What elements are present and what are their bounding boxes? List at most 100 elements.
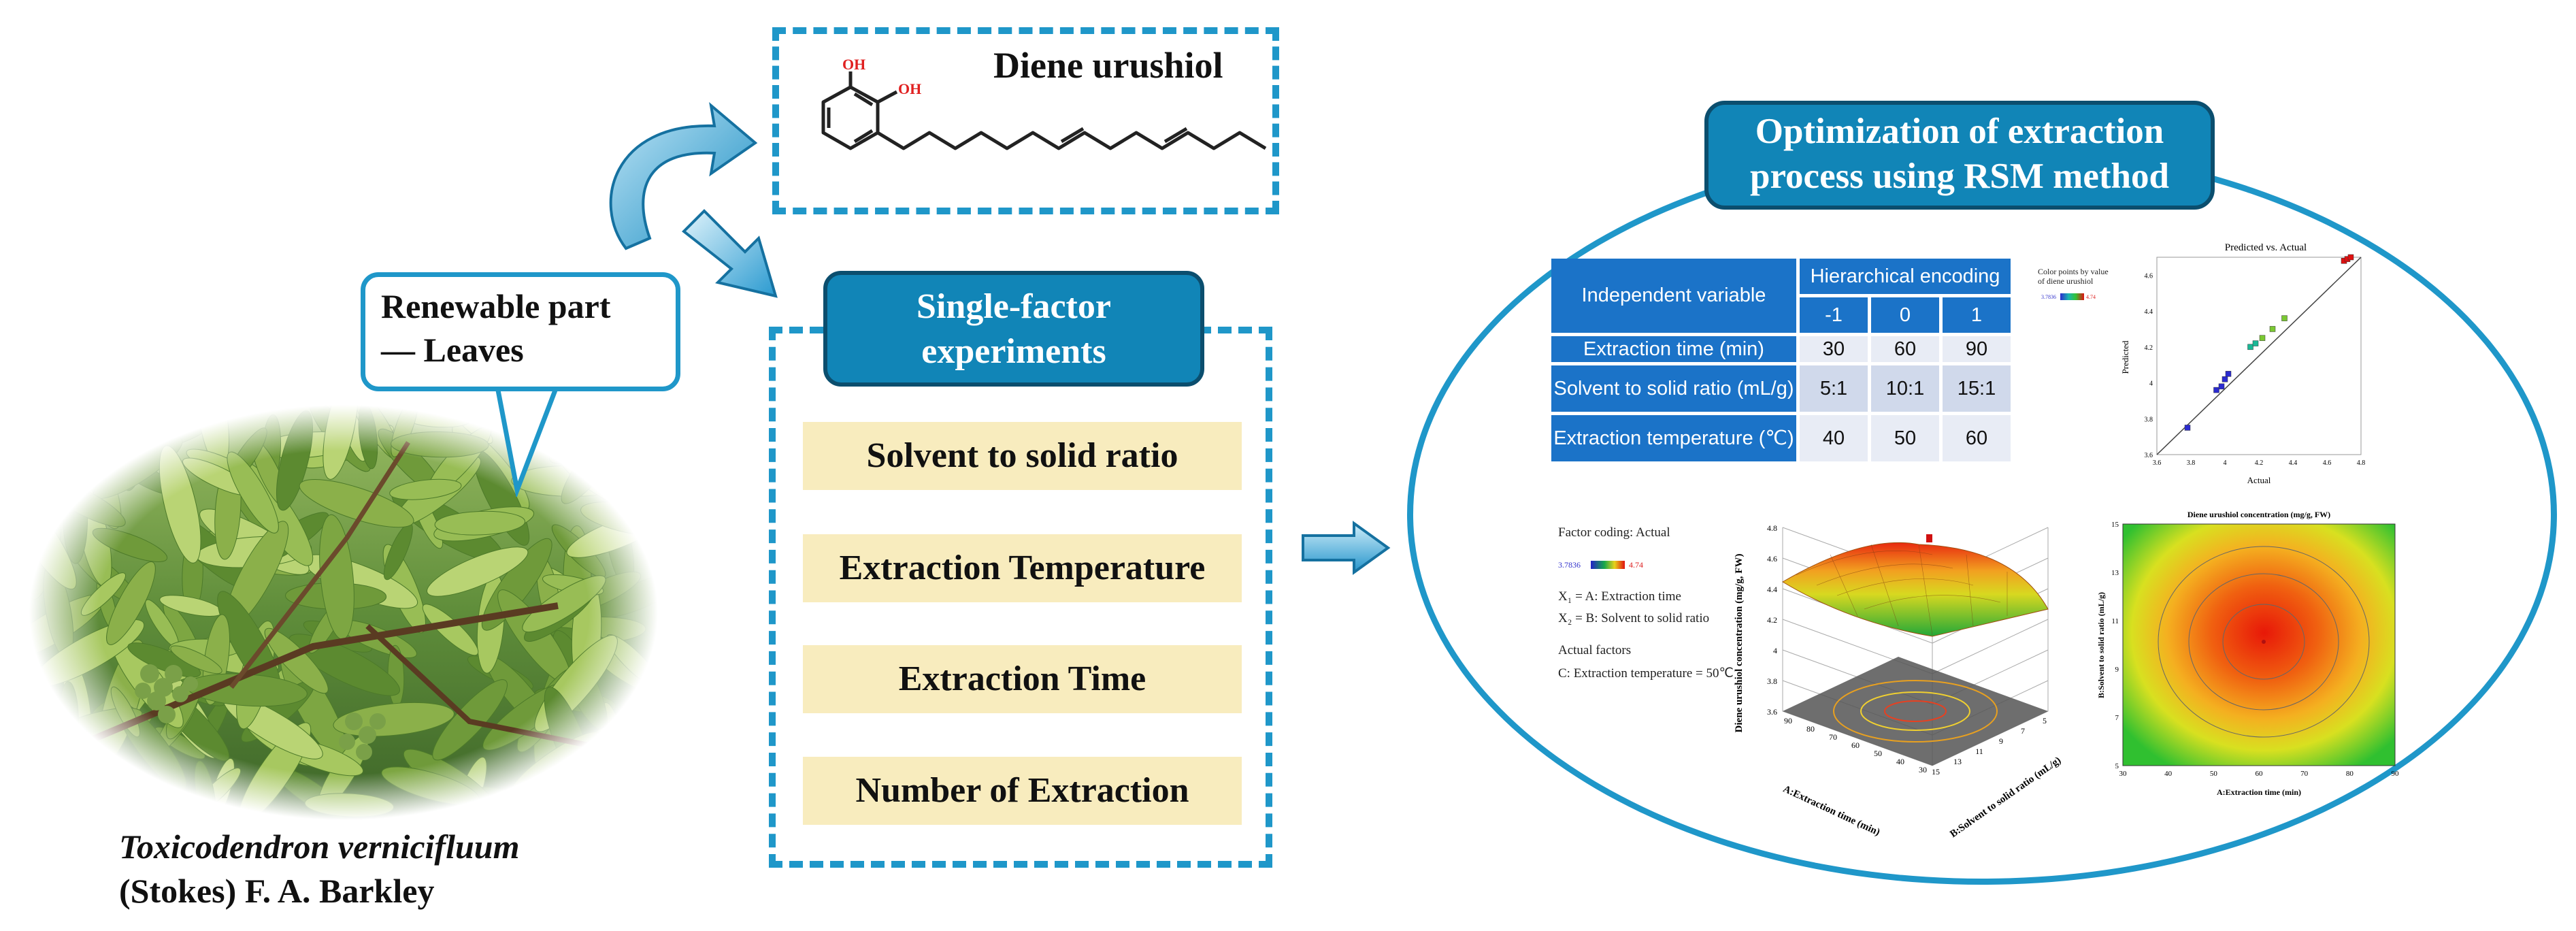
surface-b-tick: 9 [1999, 736, 2003, 746]
surface-min-label: 3.7836 [1558, 560, 1581, 570]
surface-z-tick: 4.6 [1767, 554, 1777, 564]
table-level: -1 [1800, 297, 1868, 333]
contour-x-tick: 90 [2392, 770, 2400, 778]
leaf-shape [434, 510, 526, 536]
scatter-x-tick: 4.4 [2289, 459, 2298, 467]
factor-number-of-extraction: Number of Extraction [803, 757, 1242, 825]
oh-label-1: OH [842, 56, 865, 73]
rsm-header-line-1: Optimization of extraction [1755, 112, 2164, 151]
scatter-point [2252, 340, 2259, 346]
contour-title: Diene urushiol concentration (mg/g, FW) [2187, 510, 2330, 519]
leaf-shape [381, 766, 480, 806]
leaf-shape [127, 642, 201, 678]
scatter-point [2247, 344, 2253, 350]
leaf-shape [42, 478, 126, 527]
leaf-shape [92, 527, 168, 562]
leaf-shape [508, 731, 603, 801]
contour-chart: Diene urushiol concentration (mg/g, FW) … [2096, 510, 2400, 797]
scatter-legend-line-2: of diene urushiol [2038, 276, 2094, 286]
scatter-y-tick: 4 [2149, 380, 2153, 388]
callout-text: Renewable part — Leaves [381, 284, 667, 372]
table-cell: 10:1 [1871, 365, 1939, 412]
surface-b-tick: 5 [2043, 716, 2047, 725]
scatter-x-tick: 4.6 [2323, 459, 2332, 467]
scatter-title: Predicted vs. Actual [2225, 242, 2307, 253]
leaf-shape [227, 451, 279, 534]
contour-x-tick: 50 [2210, 770, 2218, 778]
scatter-y-tick: 4.6 [2145, 272, 2153, 280]
factor-extraction-time: Extraction Time [803, 645, 1242, 713]
surface-actual-factors: Actual factors [1558, 643, 1632, 657]
surface-z-tick: 4.4 [1767, 585, 1777, 594]
table-header-independent: Independent variable [1551, 259, 1796, 333]
scatter-x-tick: 4.8 [2357, 459, 2366, 467]
surface-b-tick: 7 [2021, 726, 2025, 736]
leaf-shape [522, 575, 606, 633]
leaf-shape [481, 538, 552, 631]
scatter-y-tick: 4.2 [2145, 344, 2153, 352]
scatter-x-tick: 3.6 [2153, 459, 2162, 467]
arrow-right-icon [1302, 521, 1391, 575]
leaf-shape [159, 445, 201, 564]
leaf-shape [323, 402, 359, 480]
leaf-shape [389, 478, 462, 500]
species-name: Toxicodendron vernicifluum [119, 828, 520, 866]
leaf-shape [606, 634, 660, 688]
single-factor-header-line-2: experiments [921, 332, 1106, 371]
predicted-vs-actual-chart: Predicted vs. Actual Actual Predicted 3.… [2120, 242, 2366, 485]
surface-color-scale: 3.7836 4.74 [1558, 560, 1643, 570]
leaf-shape [580, 501, 660, 538]
contour-y-tick: 5 [2115, 762, 2119, 770]
leaf-shape [59, 681, 79, 755]
species-author: (Stokes) F. A. Barkley [119, 872, 435, 910]
table-row-name: Solvent to solid ratio (mL/g) [1551, 365, 1796, 412]
scatter-point [2225, 371, 2232, 377]
leaf-shape [576, 753, 660, 808]
leaf-shape [276, 410, 314, 511]
surface-fixed-factor: C: Extraction temperature = 50℃ [1558, 666, 1734, 681]
scatter-x-tick: 3.8 [2187, 459, 2196, 467]
contour-y-tick: 13 [2111, 569, 2119, 577]
scatter-legend-line-1: Color points by value [2038, 267, 2109, 276]
urushiol-structure-diagram: OH OH [821, 56, 1267, 150]
scatter-y-tick: 3.8 [2145, 416, 2153, 423]
factor-solvent-ratio: Solvent to solid ratio [803, 422, 1242, 490]
table-cell: 30 [1800, 336, 1868, 362]
diene-urushiol-title: Diene urushiol [993, 45, 1223, 86]
contour-y-tick: 11 [2111, 617, 2119, 625]
contour-x-tick: 60 [2256, 770, 2264, 778]
surface-xlabel: A:Extraction time (min) [1781, 783, 1881, 838]
surface-a-tick: 40 [1896, 757, 1904, 766]
surface-z-tick: 4.2 [1767, 615, 1777, 625]
table-cell: 15:1 [1943, 365, 2011, 412]
scatter-point [2269, 326, 2276, 332]
scatter-point [2213, 387, 2219, 393]
contour-xlabel: A:Extraction time (min) [2217, 787, 2301, 797]
contour-x-tick: 40 [2164, 770, 2173, 778]
surface-zlabel: Diene urushiol concentration (mg/g, FW) [1734, 554, 1745, 733]
surface-x2-label: X₂ = B: Solvent to solid ratio [1558, 611, 1710, 625]
scatter-x-tick: 4.2 [2255, 459, 2264, 467]
scatter-y-tick: 3.6 [2145, 452, 2153, 459]
table-row-name: Extraction temperature (℃) [1551, 415, 1796, 461]
leaf-shape [391, 431, 489, 458]
table-cell: 60 [1943, 415, 2011, 461]
scatter-point [2347, 254, 2354, 261]
scatter-y-tick: 4.4 [2145, 308, 2153, 316]
table-cell: 5:1 [1800, 365, 1868, 412]
scatter-point [2184, 425, 2191, 431]
oh-label-2: OH [898, 80, 921, 97]
surface-a-tick: 80 [1806, 724, 1815, 734]
rsm-header-text: Optimization of extraction process using… [1704, 109, 2215, 199]
scatter-max-label: 4.74 [2086, 294, 2096, 300]
single-factor-header [823, 271, 1204, 387]
single-factor-header-text: Single-factor experiments [823, 284, 1204, 374]
contour-x-tick: 80 [2346, 770, 2354, 778]
leaf-shape [72, 777, 186, 821]
callout-line-2: — Leaves [381, 331, 524, 369]
scatter-point [2218, 383, 2225, 390]
scatter-x-tick: 4 [2224, 459, 2227, 467]
single-factor-header-line-1: Single-factor [917, 287, 1111, 326]
scatter-legend: Color points by value of diene urushiol [2038, 267, 2109, 286]
